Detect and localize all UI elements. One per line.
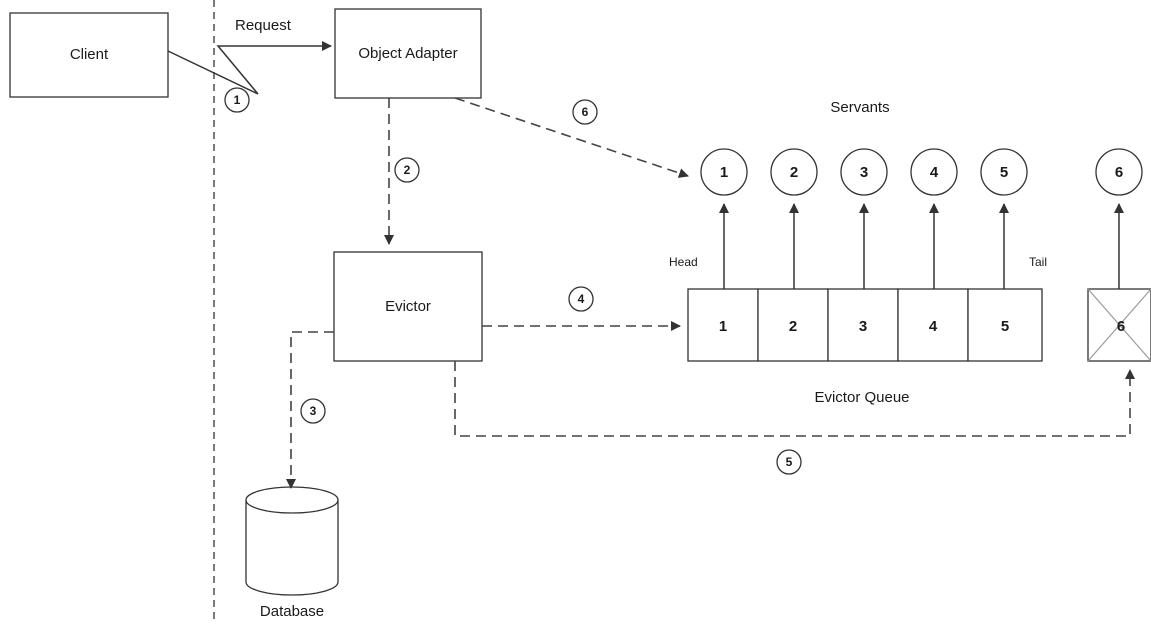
svg-text:6: 6 (1115, 164, 1123, 181)
servant-circle: 2 (770, 148, 818, 196)
evicted-queue-cell: 6 (1087, 288, 1151, 362)
svg-text:1: 1 (720, 164, 728, 181)
svg-text:2: 2 (790, 164, 798, 181)
svg-text:2: 2 (404, 163, 411, 177)
queue-head-label: Head (669, 255, 698, 269)
servant-circle: 4 (910, 148, 958, 196)
client-label: Client (70, 46, 109, 63)
queue-cell (967, 288, 1043, 362)
queue-cell-label: 2 (789, 318, 797, 335)
svg-text:5: 5 (786, 455, 793, 469)
client-node: Client (9, 12, 169, 98)
servant-circle: 5 (980, 148, 1028, 196)
step-marker: 3 (300, 398, 326, 424)
servant-circle: 6 (1095, 148, 1143, 196)
object-adapter-label: Object Adapter (358, 45, 457, 62)
servants-label: Servants (830, 99, 889, 116)
servant-circle: 1 (700, 148, 748, 196)
step-marker: 1 (224, 87, 250, 113)
evictor-node: Evictor (333, 251, 483, 362)
evictor-queue: 1 2 3 4 5 (687, 288, 1043, 362)
queue-cell (687, 288, 759, 362)
svg-text:5: 5 (1000, 164, 1008, 181)
step-marker: 2 (394, 157, 420, 183)
evicted-cell-label: 6 (1117, 318, 1125, 335)
queue-cell-label: 3 (859, 318, 867, 335)
evictor-to-database-arrow (286, 331, 334, 489)
object-adapter-node: Object Adapter (334, 8, 482, 99)
svg-text:3: 3 (310, 404, 317, 418)
database-label: Database (260, 603, 324, 620)
queue-cell-label: 5 (1001, 318, 1009, 335)
database-node: Database (245, 486, 339, 620)
queue-tail-label: Tail (1029, 255, 1047, 269)
svg-text:6: 6 (582, 105, 589, 119)
svg-text:4: 4 (578, 292, 585, 306)
step-marker: 6 (572, 99, 598, 125)
svg-text:1: 1 (234, 93, 241, 107)
servant-circle: 3 (840, 148, 888, 196)
request-arrow: Request (167, 17, 332, 95)
evictor-label: Evictor (385, 298, 431, 315)
queue-cell (757, 288, 829, 362)
adapter-to-servant-arrow (454, 97, 689, 178)
queue-cell-label: 4 (929, 318, 938, 335)
evictor-evict-arrow (454, 361, 1135, 437)
request-label: Request (235, 17, 292, 34)
step-marker: 4 (568, 286, 594, 312)
step-marker: 5 (776, 449, 802, 475)
svg-text:3: 3 (860, 164, 868, 181)
svg-text:4: 4 (930, 164, 939, 181)
queue-cell-label: 1 (719, 318, 727, 335)
evictor-queue-label: Evictor Queue (814, 389, 909, 406)
